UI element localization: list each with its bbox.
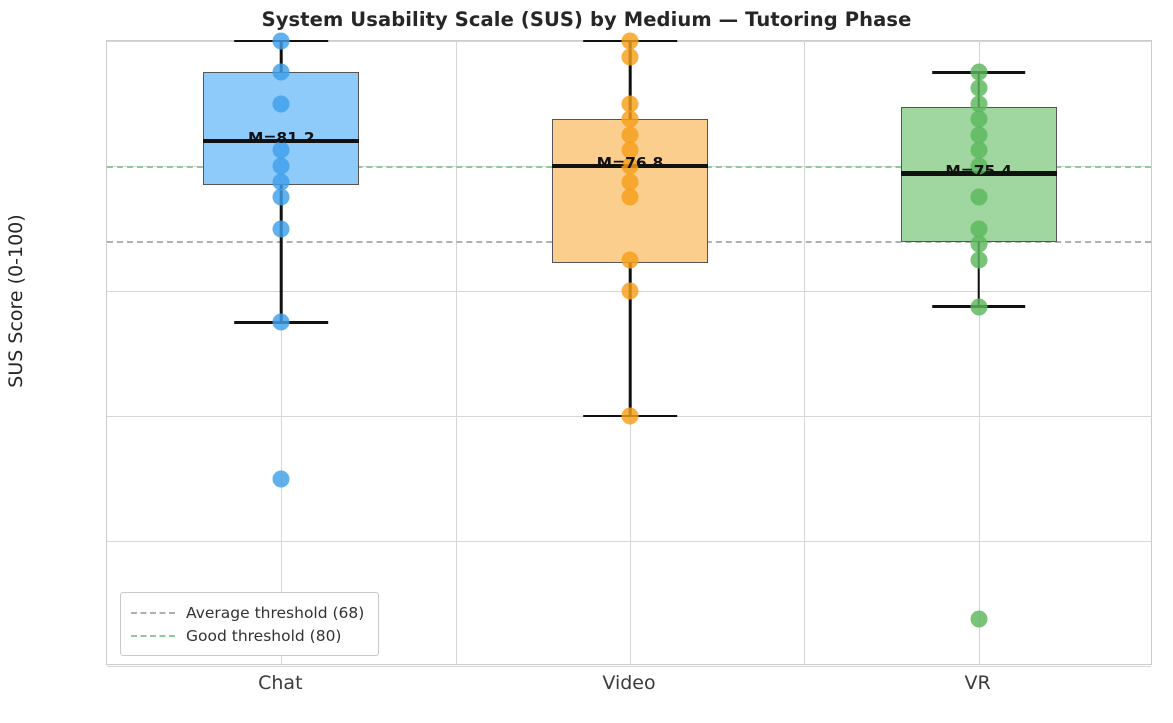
- chart-title: System Usability Scale (SUS) by Medium —…: [261, 8, 912, 31]
- gridline-horizontal: [107, 666, 1151, 667]
- data-point-chat: [272, 470, 290, 487]
- gridline-vertical: [804, 41, 806, 664]
- data-point-chat: [272, 32, 290, 50]
- gridline-vertical: [455, 41, 457, 664]
- data-point-video: [621, 251, 639, 269]
- data-point-video: [621, 95, 639, 112]
- data-point-video: [621, 407, 639, 425]
- data-point-chat: [272, 188, 290, 206]
- data-point-vr: [970, 298, 988, 316]
- mean-label-video: M=76.8: [596, 154, 664, 172]
- gridline-category-center: [281, 41, 283, 664]
- data-point-vr: [970, 157, 988, 175]
- data-point-vr: [970, 63, 988, 81]
- x-axis-tick-label-vr: VR: [964, 672, 991, 694]
- data-point-video: [621, 48, 639, 66]
- data-point-vr: [970, 188, 988, 206]
- data-point-vr: [970, 95, 988, 112]
- data-point-vr: [970, 235, 988, 253]
- gridline-horizontal: [107, 541, 1151, 542]
- data-point-chat: [272, 173, 290, 191]
- chart-legend: Average threshold (68) Good threshold (80…: [120, 592, 380, 656]
- data-point-video: [621, 282, 639, 300]
- legend-item: Good threshold (80): [131, 624, 364, 647]
- legend-swatch-line: [131, 611, 175, 614]
- x-axis-tick-label-chat: Chat: [258, 672, 303, 694]
- legend-item: Average threshold (68): [131, 601, 364, 624]
- data-point-video: [621, 110, 639, 128]
- data-point-vr: [970, 110, 988, 128]
- data-point-chat: [272, 220, 290, 237]
- data-point-video: [621, 32, 639, 50]
- data-point-chat: [272, 63, 290, 81]
- median-line-chat: [203, 138, 360, 144]
- data-point-vr: [970, 220, 988, 237]
- gridline-category-center: [978, 41, 980, 664]
- data-point-video: [621, 188, 639, 206]
- data-point-vr: [970, 141, 988, 159]
- data-point-vr: [970, 610, 988, 628]
- mean-label-vr: M=75.4: [945, 161, 1012, 180]
- x-axis-tick-label-video: Video: [602, 672, 656, 694]
- data-point-vr: [970, 79, 988, 97]
- mean-label-chat: M=81.2: [248, 129, 315, 147]
- data-point-chat: [272, 157, 290, 175]
- data-point-chat: [272, 95, 290, 112]
- data-point-chat: [272, 313, 290, 331]
- data-point-video: [621, 173, 639, 191]
- data-point-vr: [970, 126, 988, 144]
- data-point-vr: [970, 251, 988, 269]
- legend-item-label: Average threshold (68): [186, 603, 365, 622]
- legend-swatch-line: [131, 634, 175, 637]
- data-point-video: [621, 126, 639, 144]
- y-axis-ticks: 020406080100: [0, 40, 100, 665]
- legend-item-label: Good threshold (80): [186, 626, 342, 645]
